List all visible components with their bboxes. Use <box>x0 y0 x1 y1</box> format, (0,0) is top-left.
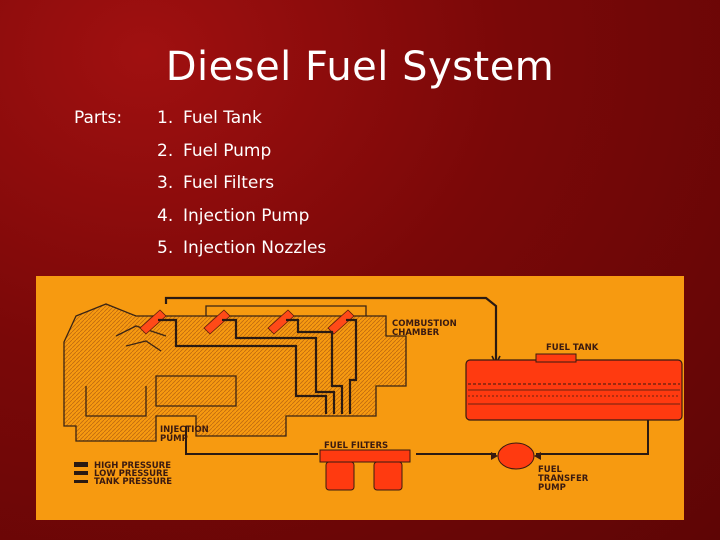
filter-2 <box>373 461 403 491</box>
parts-label: Parts: <box>74 108 123 128</box>
legend-low-label: LOW PRESSURE <box>94 469 169 479</box>
nozzle-3 <box>267 309 295 335</box>
list-text: Injection Nozzles <box>183 238 327 258</box>
parts-list: 1. Fuel Tank 2. Fuel Pump 3. Fuel Filters 4… <box>157 108 326 271</box>
legend-high-label: HIGH PRESSURE <box>94 461 171 471</box>
fuel-tank <box>465 353 683 421</box>
nozzle-1 <box>139 309 167 335</box>
high-pressure-lines <box>158 318 358 414</box>
list-item: 5. Injection Nozzles <box>157 238 326 271</box>
engine-block <box>63 303 407 442</box>
injection-nozzles <box>139 309 355 335</box>
filter-1 <box>325 461 355 491</box>
nozzle-2 <box>203 309 231 335</box>
legend-swatch-low <box>74 471 88 475</box>
transfer-pump <box>491 442 541 470</box>
legend-swatch-high <box>74 462 88 467</box>
list-text: Fuel Pump <box>183 140 272 161</box>
list-item: 2. Fuel Pump <box>157 141 326 174</box>
diagram-svg: COMBUSTION CHAMBER FUEL TANK INJECTION P… <box>36 276 684 520</box>
transfer-pump-label-1: FUEL <box>538 465 563 475</box>
list-number: 5. <box>157 238 174 258</box>
fuel-system-diagram: COMBUSTION CHAMBER FUEL TANK INJECTION P… <box>36 276 684 520</box>
list-item: 1. Fuel Tank <box>157 108 326 141</box>
legend: HIGH PRESSURE LOW PRESSURE TANK PRESSURE <box>74 461 172 487</box>
list-number: 4. <box>157 205 174 226</box>
list-number: 3. <box>157 173 174 193</box>
combustion-label-2: CHAMBER <box>392 328 440 338</box>
list-text: Fuel Tank <box>183 108 262 128</box>
fuel-tank-label: FUEL TANK <box>546 343 599 353</box>
list-item: 3. Fuel Filters <box>157 173 326 206</box>
fuel-filters <box>319 449 411 491</box>
fuel-filters-label: FUEL FILTERS <box>324 441 388 451</box>
legend-tank-label: TANK PRESSURE <box>94 477 172 487</box>
list-number: 1. <box>157 108 174 128</box>
list-number: 2. <box>157 140 174 161</box>
combustion-label-1: COMBUSTION <box>392 319 457 329</box>
transfer-pump-label-3: PUMP <box>538 483 566 493</box>
legend-swatch-tank <box>74 480 88 483</box>
slide-title: Diesel Fuel System <box>165 44 555 90</box>
transfer-pump-label-2: TRANSFER <box>538 474 589 484</box>
list-text: Injection Pump <box>183 205 310 226</box>
injection-pump-label-2: PUMP <box>160 434 188 444</box>
low-pressure-lines <box>185 420 649 455</box>
injection-pump-label-1: INJECTION <box>160 425 209 435</box>
filter-head <box>319 449 411 463</box>
list-text: Fuel Filters <box>183 173 275 193</box>
return-line <box>164 296 498 362</box>
list-item: 4. Injection Pump <box>157 206 326 239</box>
